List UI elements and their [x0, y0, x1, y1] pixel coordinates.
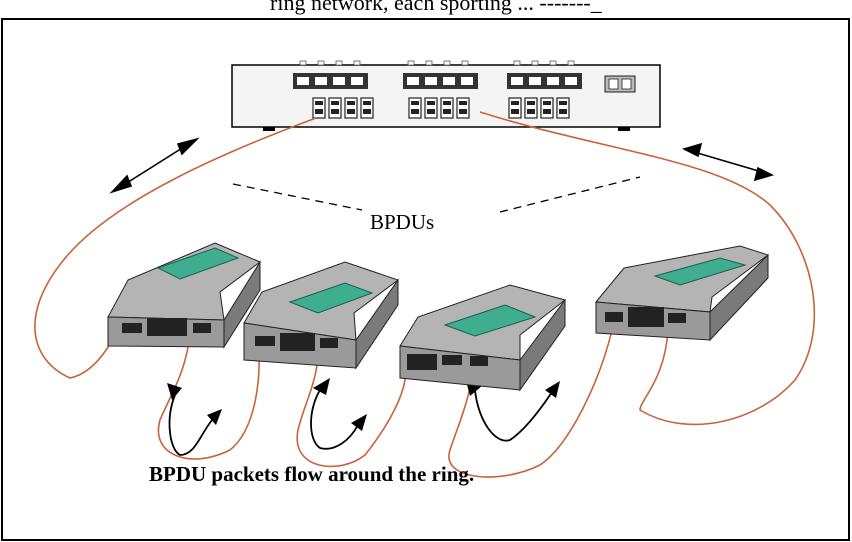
diagram-border	[1, 18, 850, 541]
ring-switch-2	[243, 261, 400, 370]
loop-arrows	[168, 389, 553, 456]
header-text: ring network, each sporting ... -------_	[270, 0, 602, 15]
ring-switch-1	[107, 242, 261, 349]
bpdu-label: BPDUs	[370, 210, 435, 234]
ring-cable	[34, 111, 816, 478]
bpdu-flow-arrows	[109, 137, 775, 194]
ring-switch-4	[595, 245, 770, 342]
diagram-caption: BPDU packets flow around the ring.	[149, 462, 475, 486]
bpdu-pointer-lines	[232, 176, 641, 213]
ring-switch-3	[399, 284, 567, 392]
loop-arrowheads	[167, 377, 560, 431]
central-switch	[231, 60, 661, 131]
